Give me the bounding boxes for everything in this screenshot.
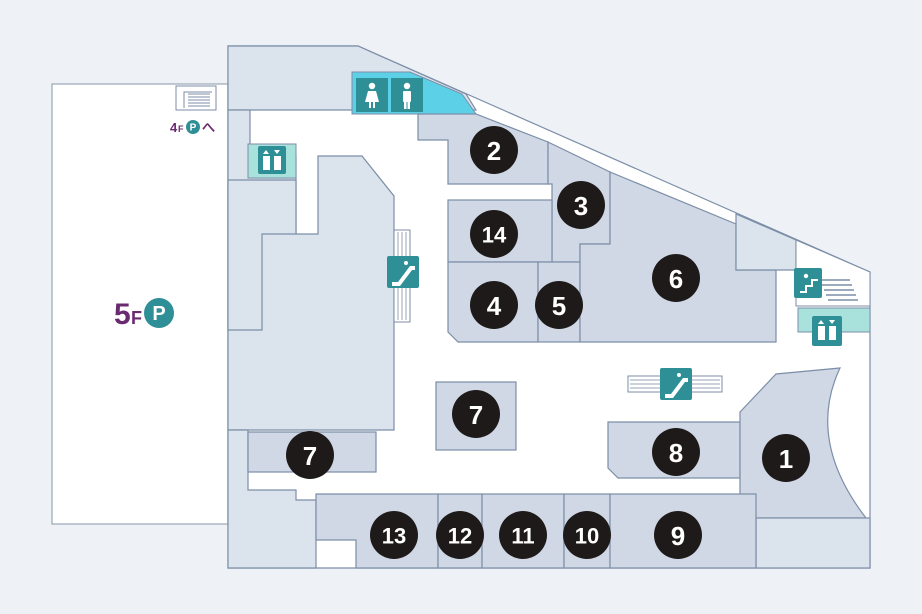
escalator-icon-west[interactable] — [387, 229, 419, 323]
southeast-block — [755, 517, 871, 569]
elevator-icon-west[interactable] — [247, 143, 297, 179]
badge-shop-13[interactable]: 13 — [370, 511, 418, 559]
svg-text:5: 5 — [552, 291, 566, 321]
svg-text:10: 10 — [575, 524, 599, 549]
badge-shop-4[interactable]: 4 — [470, 281, 518, 329]
svg-text:F: F — [131, 308, 142, 328]
svg-text:12: 12 — [448, 524, 472, 549]
badge-shop-1[interactable]: 1 — [762, 434, 810, 482]
badge-shop-7-west[interactable]: 7 — [286, 431, 334, 479]
badge-shop-7-center[interactable]: 7 — [452, 390, 500, 438]
badge-shop-5[interactable]: 5 — [535, 281, 583, 329]
svg-text:F: F — [178, 124, 184, 134]
svg-text:4: 4 — [170, 120, 178, 135]
badge-shop-6[interactable]: 6 — [652, 254, 700, 302]
badge-shop-9[interactable]: 9 — [654, 511, 702, 559]
svg-text:2: 2 — [487, 136, 501, 166]
restroom-men-icon[interactable] — [391, 78, 423, 112]
restroom-women-icon[interactable] — [356, 78, 388, 112]
svg-text:3: 3 — [574, 191, 588, 221]
svg-text:8: 8 — [669, 438, 683, 468]
escalator-icon-east[interactable] — [627, 368, 723, 400]
svg-text:へ: へ — [202, 120, 215, 135]
badge-shop-2[interactable]: 2 — [470, 126, 518, 174]
stairs-top-left[interactable] — [175, 85, 217, 111]
svg-text:11: 11 — [511, 524, 534, 549]
parking-link-icon — [186, 120, 200, 134]
svg-text:P: P — [152, 303, 165, 325]
svg-text:1: 1 — [779, 444, 793, 474]
stairs-east[interactable] — [794, 239, 871, 307]
svg-text:6: 6 — [669, 264, 683, 294]
svg-text:7: 7 — [469, 400, 483, 430]
parking-label-5f: 5 F P — [114, 298, 174, 331]
svg-text:13: 13 — [382, 524, 406, 549]
west-corridor-block — [227, 179, 297, 331]
parking-link-4f[interactable]: 4 F P へ — [170, 120, 215, 135]
parking-icon — [144, 298, 174, 328]
badge-shop-8[interactable]: 8 — [652, 428, 700, 476]
badge-shop-14[interactable]: 14 — [470, 210, 518, 258]
badge-shop-3[interactable]: 3 — [557, 181, 605, 229]
svg-text:14: 14 — [482, 223, 507, 248]
parking-area[interactable] — [51, 83, 229, 525]
svg-text:4: 4 — [487, 291, 502, 321]
svg-text:5: 5 — [114, 298, 131, 331]
badge-shop-12[interactable]: 12 — [436, 511, 484, 559]
northeast-small-block — [735, 213, 797, 271]
elevator-icon-east[interactable] — [797, 307, 871, 346]
badge-shop-10[interactable]: 10 — [563, 511, 611, 559]
badge-shop-11[interactable]: 11 — [499, 511, 547, 559]
svg-text:9: 9 — [671, 521, 685, 551]
svg-text:7: 7 — [303, 441, 317, 471]
svg-text:P: P — [190, 123, 197, 134]
